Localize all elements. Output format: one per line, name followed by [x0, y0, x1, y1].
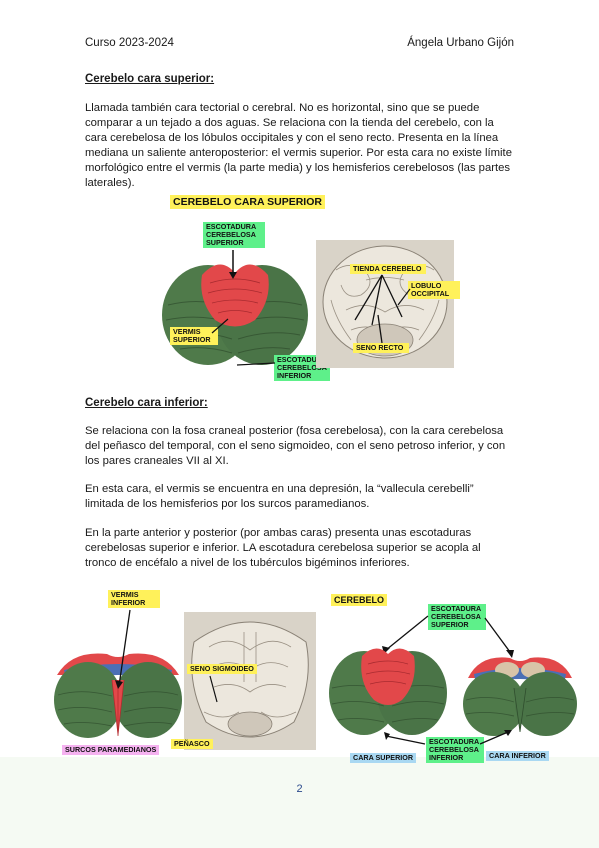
- section-title-superior: Cerebelo cara superior:: [85, 73, 215, 85]
- figure1-title: CEREBELO CARA SUPERIOR: [170, 195, 325, 209]
- page-number: 2: [296, 783, 303, 795]
- brain-section-illustration-2: [184, 612, 316, 750]
- label-lobulo-occipital: LOBULO OCCIPITAL: [408, 281, 460, 299]
- label-escotadura-superior-2: ESCOTADURA CEREBELOSA SUPERIOR: [428, 604, 486, 630]
- label-surcos-paramedianos: SURCOS PARAMEDIANOS: [62, 745, 160, 755]
- cerebellum-face-superior-illustration: [329, 648, 447, 735]
- label-seno-sigmoideo: SENO SIGMOIDEO: [187, 664, 257, 674]
- label-escotadura-inferior-2: ESCOTADURA CEREBELOSA INFERIOR: [426, 737, 484, 763]
- footer-band: [0, 757, 599, 848]
- brain-section-illustration-1: [316, 240, 454, 368]
- cerebellum-face-inferior-illustration: [463, 657, 577, 736]
- label-escotadura-superior: ESCOTADURA CEREBELOSA SUPERIOR: [203, 222, 265, 248]
- arrow-seno-sigmoideo: [209, 675, 218, 703]
- label-penasco: PEÑASCO: [171, 739, 213, 749]
- vermis-superior: [201, 264, 269, 327]
- arrow-vermis-inferior: [115, 609, 131, 689]
- paragraph-inferior-3: En la parte anterior y posterior (por am…: [85, 527, 481, 569]
- arrow-escotadura-superior: [229, 250, 237, 279]
- cerebellum-inferior-illustration: [54, 653, 182, 738]
- paragraph-inferior-2: En esta cara, el vermis se encuentra en …: [85, 483, 474, 510]
- label-cara-superior: CARA SUPERIOR: [350, 753, 417, 763]
- paragraph-inferior-1: Se relaciona con la fosa craneal posteri…: [85, 425, 506, 467]
- header-author: Ángela Urbano Gijón: [407, 37, 514, 49]
- label-vermis-inferior: VERMIS INFERIOR: [108, 590, 160, 608]
- arrow-escotadura-inferior: [236, 362, 276, 366]
- label-cara-inferior: CARA INFERIOR: [486, 751, 549, 761]
- label-vermis-superior: VERMIS SUPERIOR: [170, 327, 218, 345]
- section-title-inferior: Cerebelo cara inferior:: [85, 397, 208, 409]
- header-course: Curso 2023-2024: [85, 37, 174, 49]
- label-cerebelo: CEREBELO: [331, 594, 388, 606]
- label-seno-recto: SENO RECTO: [353, 343, 409, 353]
- arrow-vermis-superior: [211, 318, 229, 334]
- paragraph-superior: Llamada también cara tectorial o cerebra…: [85, 102, 512, 189]
- arrows-escotadura-inferior-2: [384, 730, 512, 745]
- arrows-tienda-cerebelo: [354, 274, 411, 344]
- label-tienda-cerebelo: TIENDA CEREBELO: [350, 264, 426, 274]
